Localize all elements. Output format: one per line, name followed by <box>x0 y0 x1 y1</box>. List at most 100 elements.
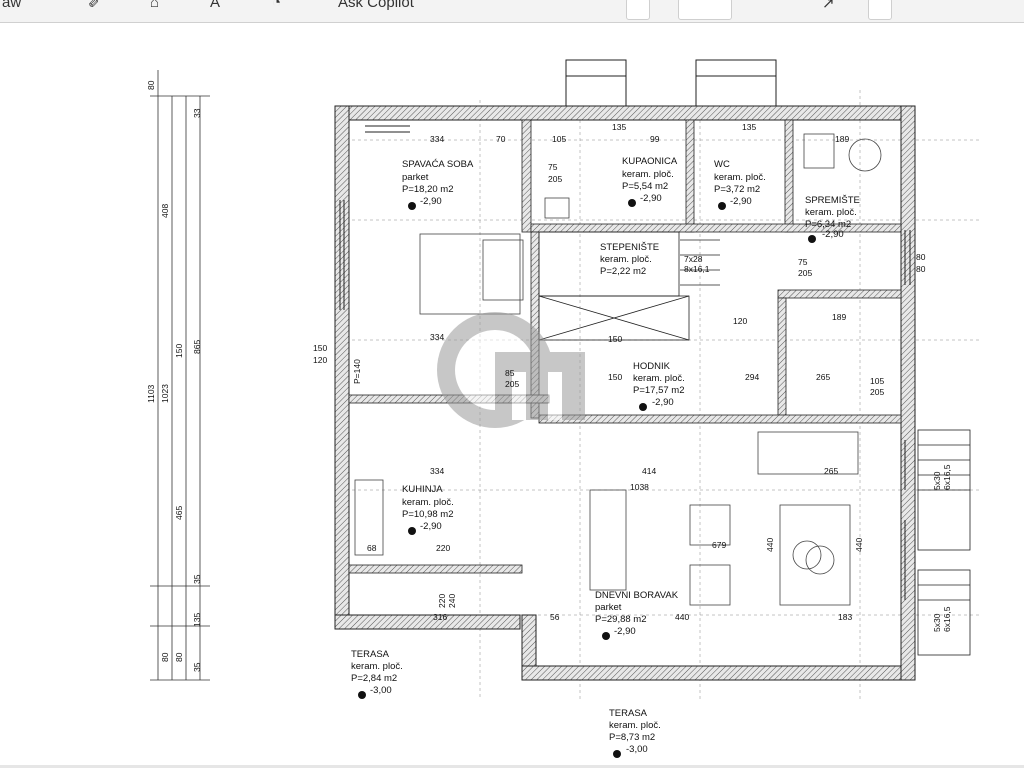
room-hodnik: HODNIK keram. ploč. P=17,57 m2 -2,90 <box>633 361 685 408</box>
svg-text:P=5,54 m2: P=5,54 m2 <box>622 181 668 192</box>
dim-p120: P=140 <box>352 359 362 384</box>
svg-text:keram. ploč.: keram. ploč. <box>622 169 674 180</box>
svg-text:DNEVNI BORAVAK: DNEVNI BORAVAK <box>595 590 679 601</box>
dim-p140-b: 135 <box>742 122 756 132</box>
dim-220: 220 <box>436 543 450 553</box>
svg-text:P=3,72 m2: P=3,72 m2 <box>714 184 760 195</box>
room-terasa-bottom: TERASA keram. ploč. P=8,73 m2 -3,00 <box>609 708 661 755</box>
svg-text:P=8,73 m2: P=8,73 m2 <box>609 732 655 743</box>
svg-text:SPREMIŠTE: SPREMIŠTE <box>805 195 860 206</box>
dim-stair-8x16: 8x16,1 <box>684 264 710 274</box>
svg-text:keram. ploč.: keram. ploč. <box>805 207 857 218</box>
svg-text:keram. ploč.: keram. ploč. <box>633 373 685 384</box>
fit-icon[interactable] <box>626 0 650 20</box>
text-icon[interactable]: A <box>210 0 221 11</box>
svg-text:-3,00: -3,00 <box>370 685 392 696</box>
dim-door-75-c: 75 <box>798 257 808 267</box>
ask-copilot-button[interactable]: Ask Copilot <box>338 0 414 11</box>
svg-text:WC: WC <box>714 159 730 170</box>
dim-68: 68 <box>367 543 377 553</box>
dim-294-a: 150 <box>608 334 622 344</box>
watermark-logo <box>437 312 585 428</box>
room-kuhinja: KUHINJA keram. ploč. P=10,98 m2 -2,90 <box>402 484 454 532</box>
dim-110: 294 <box>745 372 759 382</box>
bottom-border <box>0 765 1024 768</box>
dim-left-135: 135 <box>192 613 202 627</box>
dim-220-t: 220 <box>437 594 447 608</box>
room-spavaca-soba: SPAVAĆA SOBA parket P=18,20 m2 -2,90 <box>402 159 474 207</box>
dim-stair-7x28: 7x28 <box>684 254 703 264</box>
room-wc: WC keram. ploč. P=3,72 m2 -2,90 <box>714 159 766 207</box>
dim-left-33: 33 <box>192 108 202 118</box>
dim-stair-6x16-a: 6x16,5 <box>942 464 952 490</box>
dim-left-1103: 1103 <box>146 384 156 403</box>
dim-left-408: 408 <box>160 204 170 218</box>
svg-text:-2,90: -2,90 <box>420 521 442 532</box>
dim-440-bottom: 440 <box>675 612 689 622</box>
room-spremiste: SPREMIŠTE keram. ploč. P=6,34 m2 -2,90 <box>805 195 860 240</box>
dim-265-a: 265 <box>816 372 830 382</box>
toolbar-draw-label[interactable]: aw <box>2 0 22 11</box>
dim-window-left-1: 150 <box>313 343 327 353</box>
page-number-input[interactable] <box>678 0 732 20</box>
dim-294-b: 150 <box>608 372 622 382</box>
svg-text:P=10,98 m2: P=10,98 m2 <box>402 509 454 520</box>
svg-text:parket: parket <box>402 172 429 183</box>
svg-text:-2,90: -2,90 <box>614 626 636 637</box>
dim-99: 99 <box>650 134 660 144</box>
dim-door-205: 205 <box>548 174 562 184</box>
dim-189: 189 <box>835 134 849 144</box>
svg-text:keram. ploč.: keram. ploč. <box>714 172 766 183</box>
dim-414: 414 <box>642 466 656 476</box>
dim-stair-5x30-b: 5x30 <box>932 613 942 632</box>
dim-door-205-c: 205 <box>798 268 812 278</box>
dim-window-right-1: 80 <box>916 252 926 262</box>
dim-334-low: 334 <box>430 466 444 476</box>
dim-679: 679 <box>712 540 726 550</box>
svg-text:keram. ploč.: keram. ploč. <box>600 254 652 265</box>
more-icon[interactable] <box>868 0 892 20</box>
viewer-toolbar: aw ✐ ⌂ A ◔ Ask Copilot ↗ <box>0 0 1024 23</box>
pen-icon[interactable]: ✐ <box>88 0 101 12</box>
outdoor-stairs <box>917 429 971 656</box>
svg-text:SPAVAĆA SOBA: SPAVAĆA SOBA <box>402 159 474 170</box>
dim-left-35: 35 <box>192 574 202 584</box>
svg-text:KUHINJA: KUHINJA <box>402 484 443 495</box>
dim-left-35b: 35 <box>192 662 202 672</box>
top-bays <box>565 59 777 107</box>
svg-text:P=29,88 m2: P=29,88 m2 <box>595 614 647 625</box>
dim-70: 70 <box>496 134 506 144</box>
dim-161: 120 <box>733 316 747 326</box>
dim-left-80b: 80 <box>160 652 170 662</box>
read-aloud-icon[interactable]: ◔ <box>272 0 282 11</box>
dim-stair-6x16-b: 6x16,5 <box>942 606 952 632</box>
svg-text:TERASA: TERASA <box>351 649 390 660</box>
svg-text:parket: parket <box>595 602 622 613</box>
eraser-icon[interactable]: ⌂ <box>150 0 160 11</box>
left-dimension-lines <box>150 70 210 681</box>
svg-text:keram. ploč.: keram. ploč. <box>351 661 403 672</box>
room-stepeniste: STEPENIŠTE keram. ploč. P=2,22 m2 <box>600 242 659 277</box>
dim-183: 183 <box>838 612 852 622</box>
dim-door-205-b: 205 <box>505 379 519 389</box>
svg-text:-3,00: -3,00 <box>626 744 648 755</box>
svg-text:P=2,84 m2: P=2,84 m2 <box>351 673 397 684</box>
dim-door-105: 105 <box>870 376 884 386</box>
dim-p140-a: 135 <box>612 122 626 132</box>
dim-1038: 1038 <box>630 482 649 492</box>
dim-door-85: 85 <box>505 368 515 378</box>
svg-text:HODNIK: HODNIK <box>633 361 671 372</box>
svg-text:-2,90: -2,90 <box>822 229 844 240</box>
rotate-icon[interactable]: ↗ <box>822 0 835 12</box>
dim-334-mid: 334 <box>430 332 444 342</box>
svg-text:P=17,57 m2: P=17,57 m2 <box>633 385 685 396</box>
dim-105: 105 <box>552 134 566 144</box>
dim-window-right-2: 80 <box>916 264 926 274</box>
dim-265-b: 265 <box>824 466 838 476</box>
dim-stair-5x30-a: 5x30 <box>932 471 942 490</box>
svg-text:P=6,34 m2: P=6,34 m2 <box>805 219 851 230</box>
svg-text:keram. ploč.: keram. ploč. <box>402 497 454 508</box>
svg-text:STEPENIŠTE: STEPENIŠTE <box>600 242 659 253</box>
dim-189-b: 189 <box>832 312 846 322</box>
room-dnevni-boravak: DNEVNI BORAVAK parket P=29,88 m2 -2,90 <box>595 590 679 637</box>
